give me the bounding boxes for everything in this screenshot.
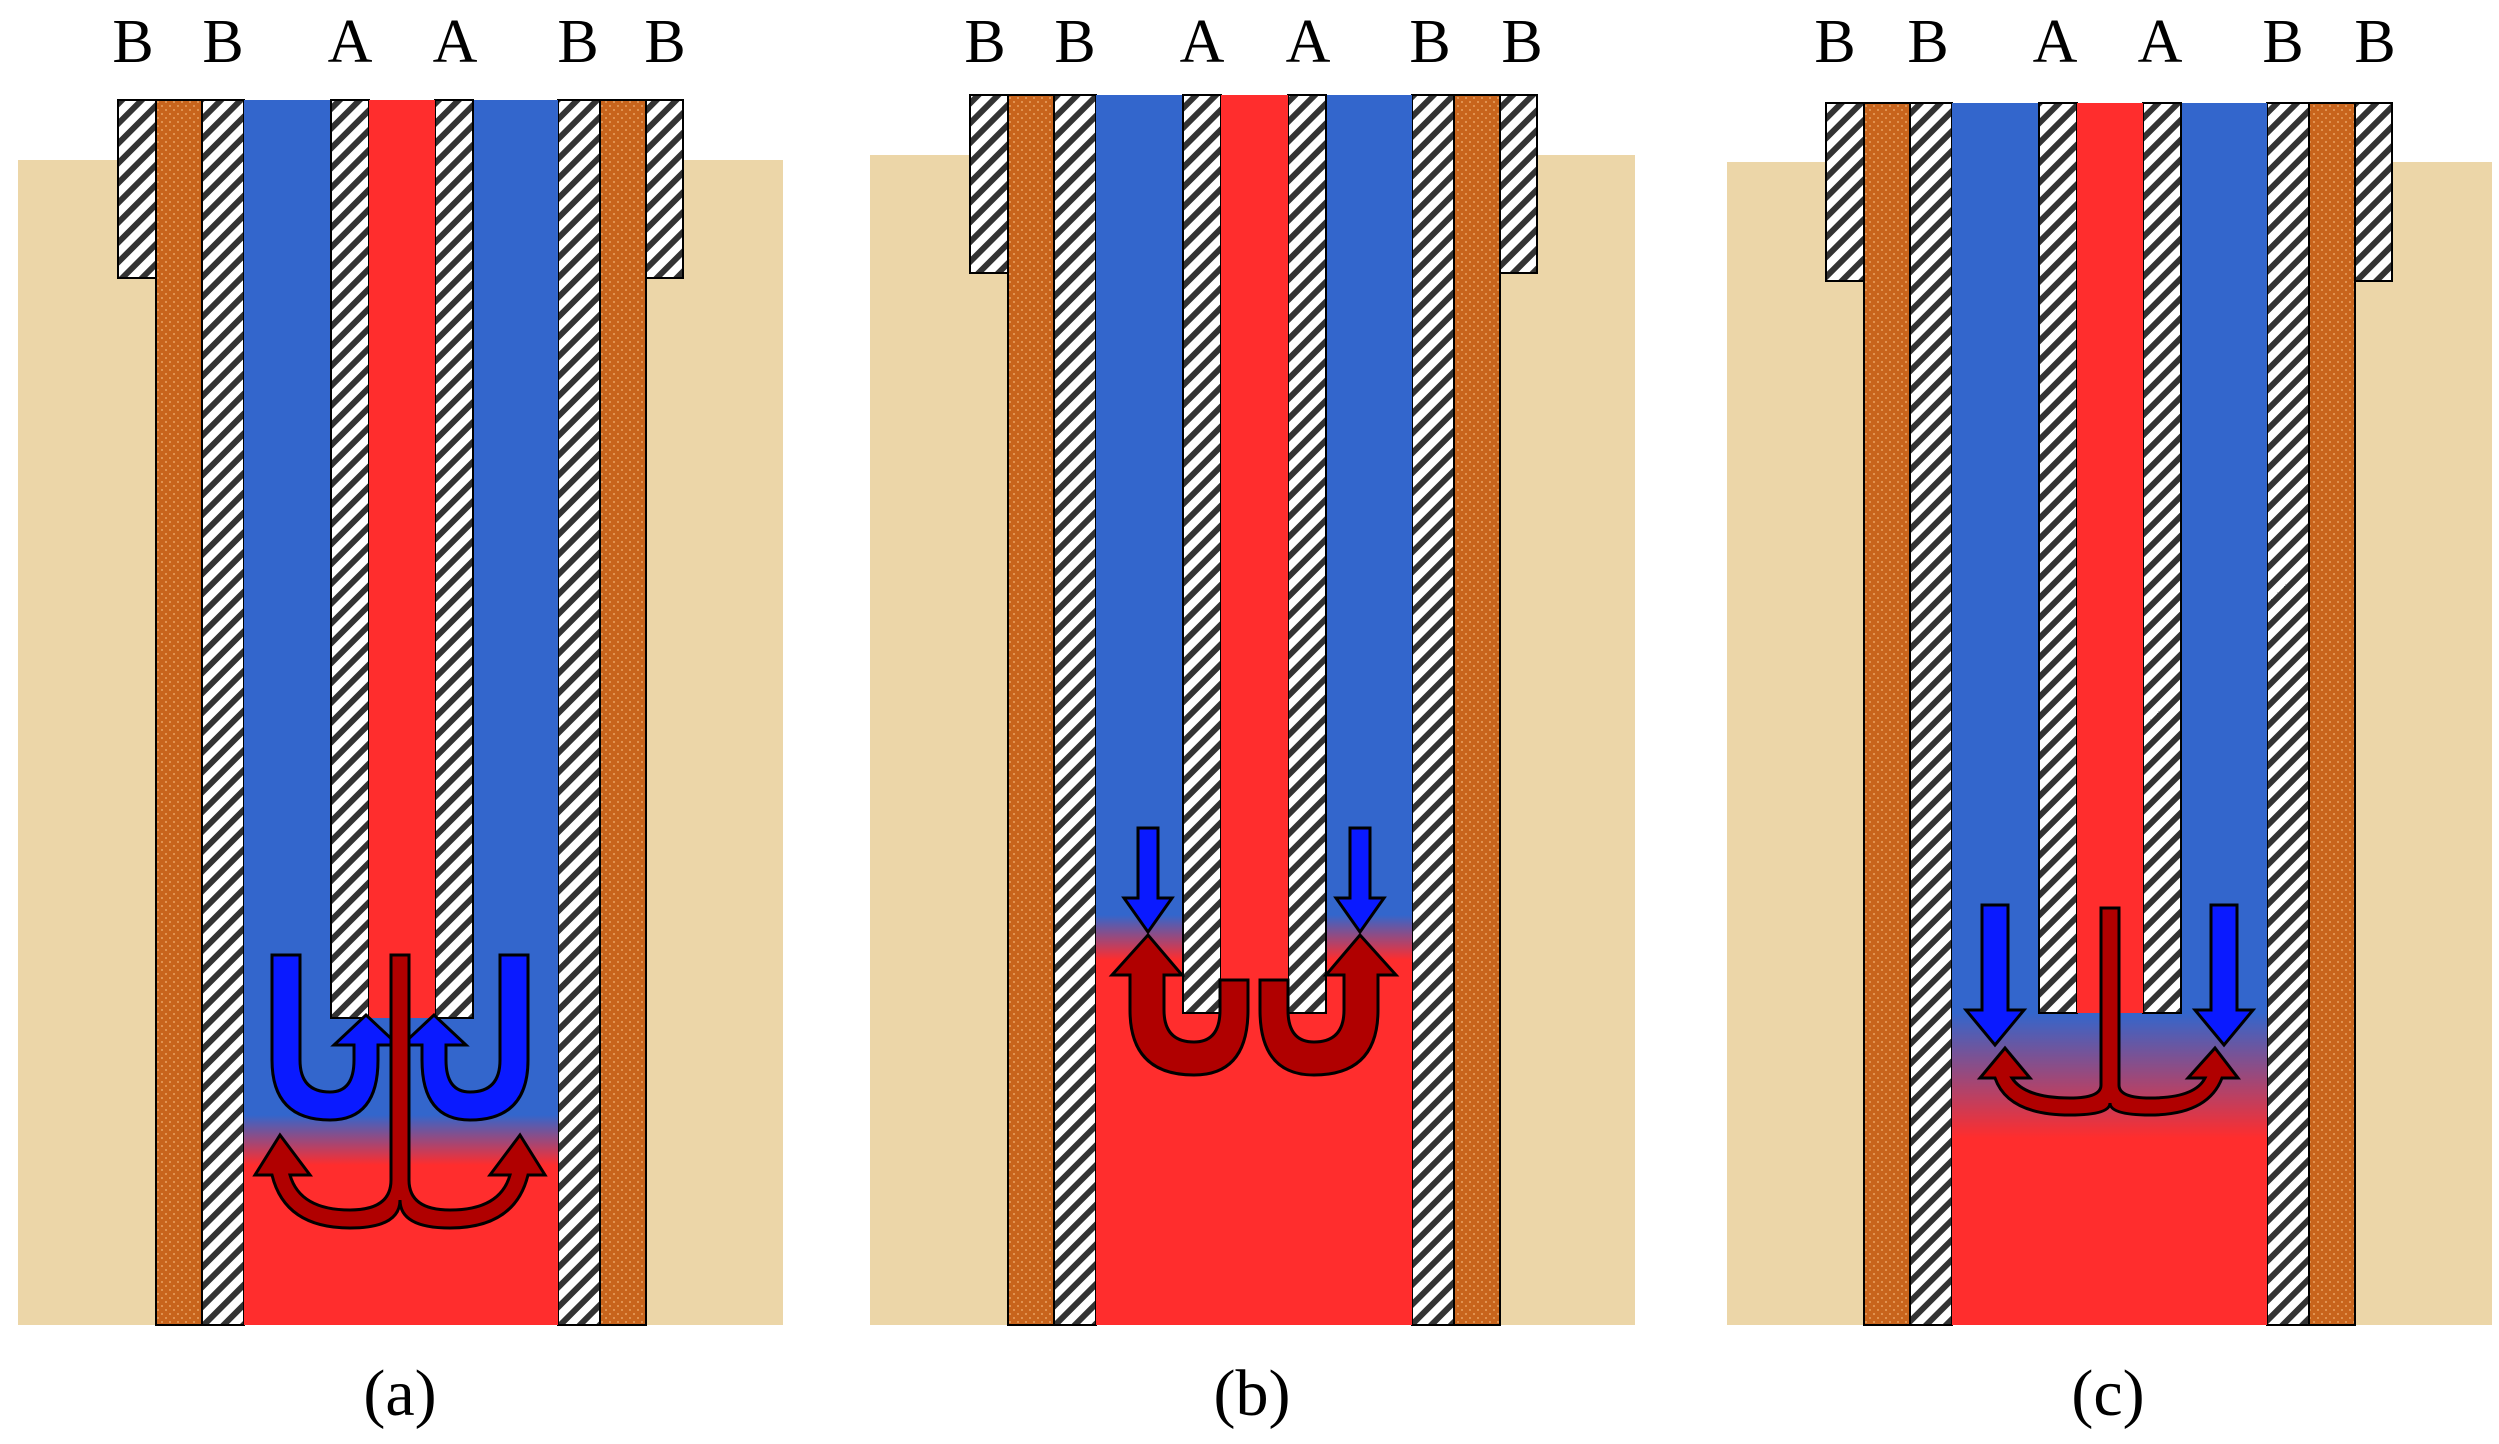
label-b3: B bbox=[1409, 8, 1450, 76]
caption-a: (a) bbox=[363, 1357, 436, 1430]
caption-c: (c) bbox=[2071, 1357, 2144, 1430]
surface-collar-right bbox=[1496, 94, 1538, 274]
center-tube-wall-right bbox=[434, 99, 474, 1019]
center-tube-wall-left bbox=[330, 99, 370, 1019]
inner-wall-left bbox=[1909, 102, 1953, 1326]
surface-collar-right bbox=[2351, 102, 2393, 282]
label-b1: B bbox=[1814, 8, 1855, 76]
label-a2: A bbox=[433, 8, 478, 76]
surface-collar-left bbox=[969, 94, 1011, 274]
blue-down-arrow-left bbox=[1962, 903, 2028, 1048]
blue-down-arrow-left bbox=[1121, 826, 1175, 935]
label-b1: B bbox=[964, 8, 1005, 76]
label-b4: B bbox=[1501, 8, 1542, 76]
label-a1: A bbox=[2033, 8, 2078, 76]
label-a2: A bbox=[2138, 8, 2183, 76]
center-tube-hot-fluid bbox=[369, 100, 435, 1018]
red-u-arrow-right bbox=[1258, 932, 1400, 1077]
inner-wall-left bbox=[201, 99, 245, 1326]
blue-down-arrow-right bbox=[1333, 826, 1387, 935]
label-b2: B bbox=[1054, 8, 1095, 76]
label-a1: A bbox=[328, 8, 373, 76]
panel-a: B B A A B B (a) bbox=[18, 8, 783, 1430]
label-b4: B bbox=[2354, 8, 2395, 76]
outer-casing-left bbox=[155, 99, 203, 1326]
blue-u-arrow-right bbox=[398, 953, 530, 1122]
inner-wall-right bbox=[2266, 102, 2310, 1326]
surface-collar-right bbox=[642, 99, 684, 279]
inner-wall-right bbox=[557, 99, 601, 1326]
red-split-arrow bbox=[252, 953, 548, 1230]
red-split-arrow bbox=[1976, 906, 2242, 1117]
label-b3: B bbox=[2262, 8, 2303, 76]
outer-casing-left bbox=[1863, 102, 1911, 1326]
center-tube-wall-right bbox=[1287, 94, 1327, 1014]
label-b3: B bbox=[557, 8, 598, 76]
outer-casing-right bbox=[1453, 94, 1501, 1326]
inner-wall-right bbox=[1411, 94, 1455, 1326]
outer-casing-left bbox=[1007, 94, 1055, 1326]
label-b2: B bbox=[202, 8, 243, 76]
caption-b: (b) bbox=[1214, 1357, 1291, 1430]
label-b4: B bbox=[644, 8, 685, 76]
center-tube-hot-fluid bbox=[1221, 95, 1288, 1013]
label-a2: A bbox=[1286, 8, 1331, 76]
center-tube-wall-left bbox=[1182, 94, 1222, 1014]
blue-u-arrow-left bbox=[270, 953, 402, 1122]
blue-down-arrow-right bbox=[2191, 903, 2257, 1048]
surface-collar-left bbox=[1825, 102, 1867, 282]
outer-casing-right bbox=[2308, 102, 2356, 1326]
center-tube-wall-right bbox=[2142, 102, 2182, 1014]
inner-wall-left bbox=[1053, 94, 1097, 1326]
surface-collar-left bbox=[117, 99, 159, 279]
outer-casing-right bbox=[599, 99, 647, 1326]
red-u-arrow-left bbox=[1108, 932, 1250, 1077]
label-b1: B bbox=[112, 8, 153, 76]
center-tube-hot-fluid bbox=[2077, 103, 2143, 1013]
label-a1: A bbox=[1180, 8, 1225, 76]
bottom-hot-fluid bbox=[1952, 1138, 2267, 1325]
center-tube-wall-left bbox=[2038, 102, 2078, 1014]
label-b2: B bbox=[1907, 8, 1948, 76]
panel-b: B B A A B B (b) bbox=[870, 8, 1635, 1430]
panel-c: B B A A B B (c) bbox=[1727, 8, 2492, 1430]
